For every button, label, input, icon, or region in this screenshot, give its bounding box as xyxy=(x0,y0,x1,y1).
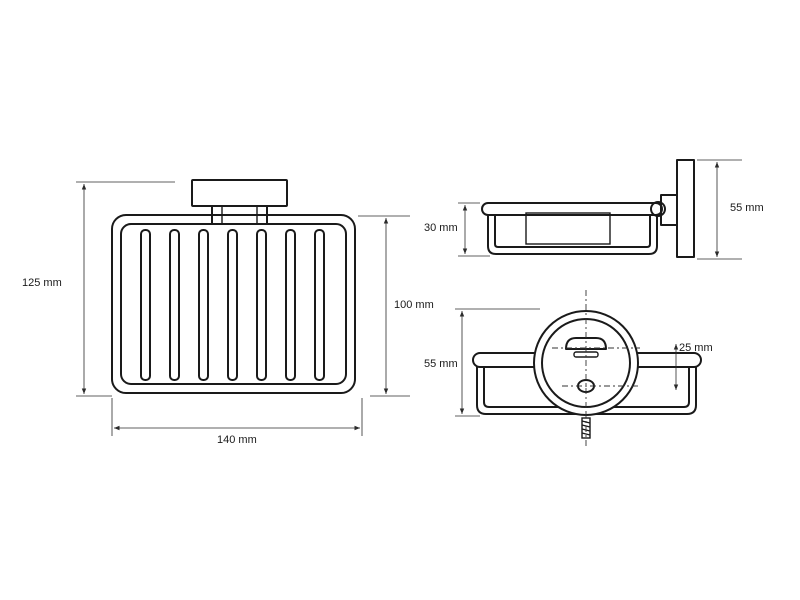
label-basket-height: 100 mm xyxy=(394,299,434,311)
dimension-basket-height: 100 mm xyxy=(358,215,434,397)
dimension-front-height: 55 mm xyxy=(424,308,540,417)
basket-bars xyxy=(140,229,325,381)
dimension-width: 140 mm xyxy=(111,398,363,446)
label-hole-offset: 25 mm xyxy=(679,342,713,354)
top-view: 55 mm 25 mm xyxy=(424,290,713,446)
screw-icon xyxy=(581,412,591,446)
side-view: 30 mm 55 mm xyxy=(424,159,764,260)
dimension-height-total: 125 mm xyxy=(22,181,175,397)
dimension-side-depth: 30 mm xyxy=(424,202,490,257)
side-basket-rim xyxy=(481,202,663,216)
front-view: 125 mm 100 mm 140 mm xyxy=(22,179,434,446)
side-wall-plate xyxy=(676,159,695,258)
label-front-height: 55 mm xyxy=(424,358,458,370)
dimension-hole-offset: 25 mm xyxy=(673,342,713,390)
wall-mount-plate xyxy=(191,179,288,207)
label-width: 140 mm xyxy=(217,434,257,446)
mount-slot-upper xyxy=(565,337,607,350)
dimension-side-height: 55 mm xyxy=(697,159,764,260)
label-side-height: 55 mm xyxy=(730,202,764,214)
side-basket-body xyxy=(487,214,658,255)
basket-frame-outer xyxy=(111,214,356,394)
label-height-total: 125 mm xyxy=(22,277,62,289)
basket-frame-inner xyxy=(120,223,347,385)
label-side-depth: 30 mm xyxy=(424,222,458,234)
